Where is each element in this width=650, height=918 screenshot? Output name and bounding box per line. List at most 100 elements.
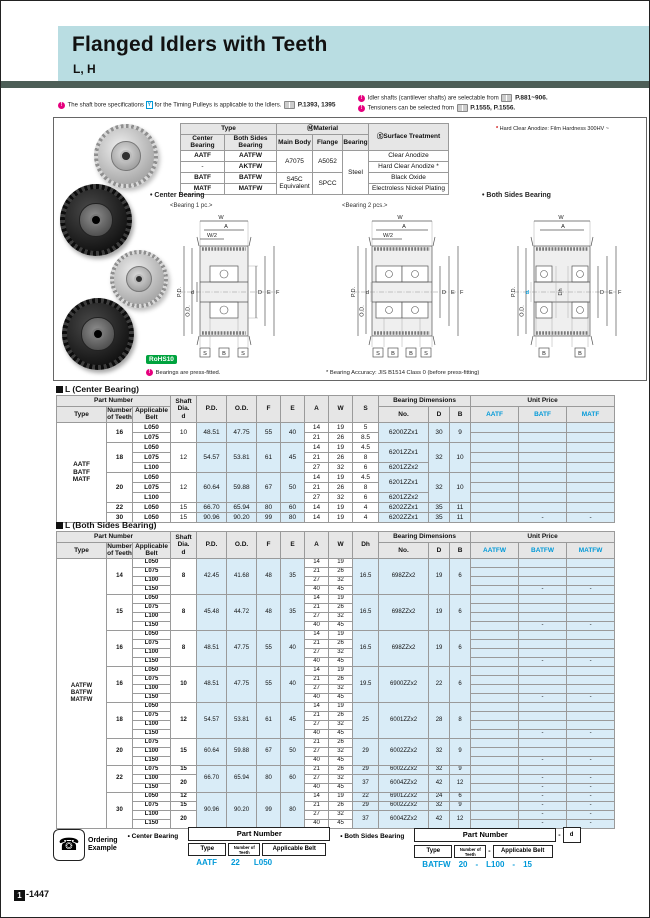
catalog-link-cell[interactable]: L100 [131, 575, 172, 586]
catalog-link-cell[interactable]: L075 [131, 481, 172, 493]
type-cell[interactable]: AATF BATF MATF [56, 421, 107, 523]
catalog-link-cell[interactable]: MATF [566, 406, 616, 423]
catalog-link-cell[interactable]: AATF [470, 406, 520, 423]
catalog-link-cell[interactable]: 8 [170, 593, 198, 631]
catalog-link-cell[interactable]: L050 [131, 441, 172, 453]
catalog-link-cell[interactable]: L050 [131, 501, 172, 513]
catalog-link-cell[interactable]: BATF [518, 406, 568, 423]
catalog-link-cell[interactable]: 18 [106, 441, 133, 473]
cell [470, 461, 520, 473]
catalog-link-cell[interactable]: L100 [131, 647, 172, 658]
catalog-link-cell[interactable]: 15 [106, 593, 133, 631]
catalog-link-cell[interactable]: L100 [131, 491, 172, 503]
catalog-link-cell[interactable]: MATFW [224, 182, 277, 195]
catalog-link-cell[interactable]: BATFW [224, 171, 277, 184]
cross-section-center-bearing-2pcs: W A W/2 P.D. O.D. d D E F S B B S [351, 215, 464, 358]
header-cell: Applicable Belt [131, 406, 172, 423]
catalog-link-cell[interactable]: L100 [131, 809, 172, 820]
catalog-link-cell[interactable]: L075 [131, 566, 172, 577]
catalog-link-cell[interactable]: L100 [131, 773, 172, 784]
catalog-link-cell[interactable]: 22 [106, 764, 133, 793]
catalog-link-cell[interactable]: L050 [131, 701, 172, 712]
catalog-link-cell[interactable]: L050 [131, 557, 172, 568]
page-ref-link[interactable]: P.1555, P.1556. [470, 104, 516, 112]
catalog-link-cell[interactable]: 14 [106, 557, 133, 595]
catalog-link-cell[interactable]: L050 [131, 593, 172, 604]
catalog-link-cell[interactable]: L050 [131, 629, 172, 640]
catalog-link-cell[interactable]: BATF [180, 171, 225, 184]
catalog-link-cell[interactable]: 30 [106, 791, 133, 829]
catalog-link-cell[interactable]: 15 [170, 764, 198, 775]
page-ref-link[interactable]: P.881~906. [515, 94, 548, 102]
cell: 6001ZZx2 [378, 701, 430, 739]
catalog-link-cell[interactable]: L150 [131, 755, 172, 766]
catalog-link-cell[interactable]: L075 [131, 602, 172, 613]
catalog-link-cell[interactable]: 12 [170, 701, 198, 739]
catalog-link-cell[interactable]: L100 [131, 746, 172, 757]
rohs-badge: RoHS10 [146, 355, 177, 364]
catalog-link-cell[interactable]: AATFW [470, 542, 520, 559]
catalog-link-cell[interactable]: L150 [131, 692, 172, 703]
catalog-link-cell[interactable]: L075 [131, 764, 172, 775]
svg-text:F: F [460, 290, 464, 296]
catalog-link-cell[interactable]: 16 [106, 629, 133, 667]
catalog-link-cell[interactable]: 12 [170, 791, 198, 802]
catalog-link-cell[interactable]: L100 [131, 611, 172, 622]
catalog-link-cell[interactable]: 20 [170, 773, 198, 793]
catalog-link-cell[interactable]: 8 [170, 557, 198, 595]
catalog-link-cell[interactable]: L050 [131, 791, 172, 802]
catalog-link-cell[interactable]: 22 [106, 501, 133, 513]
catalog-link-cell[interactable]: AATFW [224, 149, 277, 162]
catalog-link-cell[interactable]: 8 [170, 629, 198, 667]
catalog-link-cell[interactable]: 20 [106, 471, 133, 503]
cell [518, 575, 568, 586]
catalog-link-cell[interactable]: 18 [106, 701, 133, 739]
type-cell[interactable]: AATFW BATFW MATFW [56, 557, 107, 829]
catalog-link-cell[interactable]: L050 [131, 665, 172, 676]
catalog-link-cell[interactable]: L075 [131, 451, 172, 463]
catalog-link-cell[interactable]: L075 [131, 800, 172, 811]
catalog-link-cell[interactable]: L100 [131, 683, 172, 694]
catalog-link-cell[interactable]: 20 [170, 809, 198, 829]
catalog-link-cell[interactable]: L050 [131, 471, 172, 483]
catalog-link-cell[interactable]: BATFW [518, 542, 568, 559]
catalog-link-cell[interactable]: L075 [131, 710, 172, 721]
cell: 19 [428, 629, 451, 667]
catalog-link-cell[interactable]: L150 [131, 584, 172, 595]
cell: 50 [280, 471, 306, 503]
catalog-link-cell[interactable]: L075 [131, 674, 172, 685]
svg-text:A: A [561, 224, 565, 230]
catalog-link-cell[interactable]: L100 [131, 461, 172, 473]
catalog-link-cell[interactable]: 16 [106, 665, 133, 703]
catalog-link-cell[interactable]: 10 [170, 665, 198, 703]
catalog-link-cell[interactable]: L100 [131, 719, 172, 730]
catalog-link-cell[interactable]: L075 [131, 737, 172, 748]
catalog-link-cell[interactable]: 20 [106, 737, 133, 766]
catalog-link-cell[interactable]: 15 [170, 737, 198, 766]
teeth-box: Number of Teeth [228, 843, 261, 856]
catalog-link-cell[interactable]: AATF [180, 149, 225, 162]
catalog-link-cell[interactable]: AKTFW [224, 160, 277, 173]
catalog-link-cell[interactable]: L150 [131, 656, 172, 667]
catalog-link-cell[interactable]: L150 [131, 818, 172, 829]
catalog-link-cell[interactable]: L050 [131, 511, 172, 523]
cell: 12 [449, 773, 472, 793]
catalog-link-cell[interactable]: 15 [170, 800, 198, 811]
catalog-link-cell[interactable]: L150 [131, 620, 172, 631]
catalog-link-cell[interactable]: MATFW [566, 542, 616, 559]
cell [518, 665, 568, 676]
cell: 60.64 [196, 471, 228, 503]
catalog-link-cell[interactable]: L150 [131, 728, 172, 739]
catalog-link-cell[interactable]: 16 [106, 421, 133, 443]
catalog-link-cell[interactable]: L075 [131, 638, 172, 649]
catalog-link-cell[interactable]: L050 [131, 421, 172, 433]
header-cell: E [280, 531, 306, 559]
svg-text:W: W [397, 215, 403, 221]
d-box: d [562, 827, 581, 843]
catalog-link-cell[interactable]: L075 [131, 431, 172, 443]
cell: 27 [304, 575, 330, 586]
page-ref-link[interactable]: P.1393, 1395 [297, 101, 336, 109]
part-number-box: Part Number [188, 827, 331, 841]
catalog-link-cell[interactable]: L150 [131, 782, 172, 793]
